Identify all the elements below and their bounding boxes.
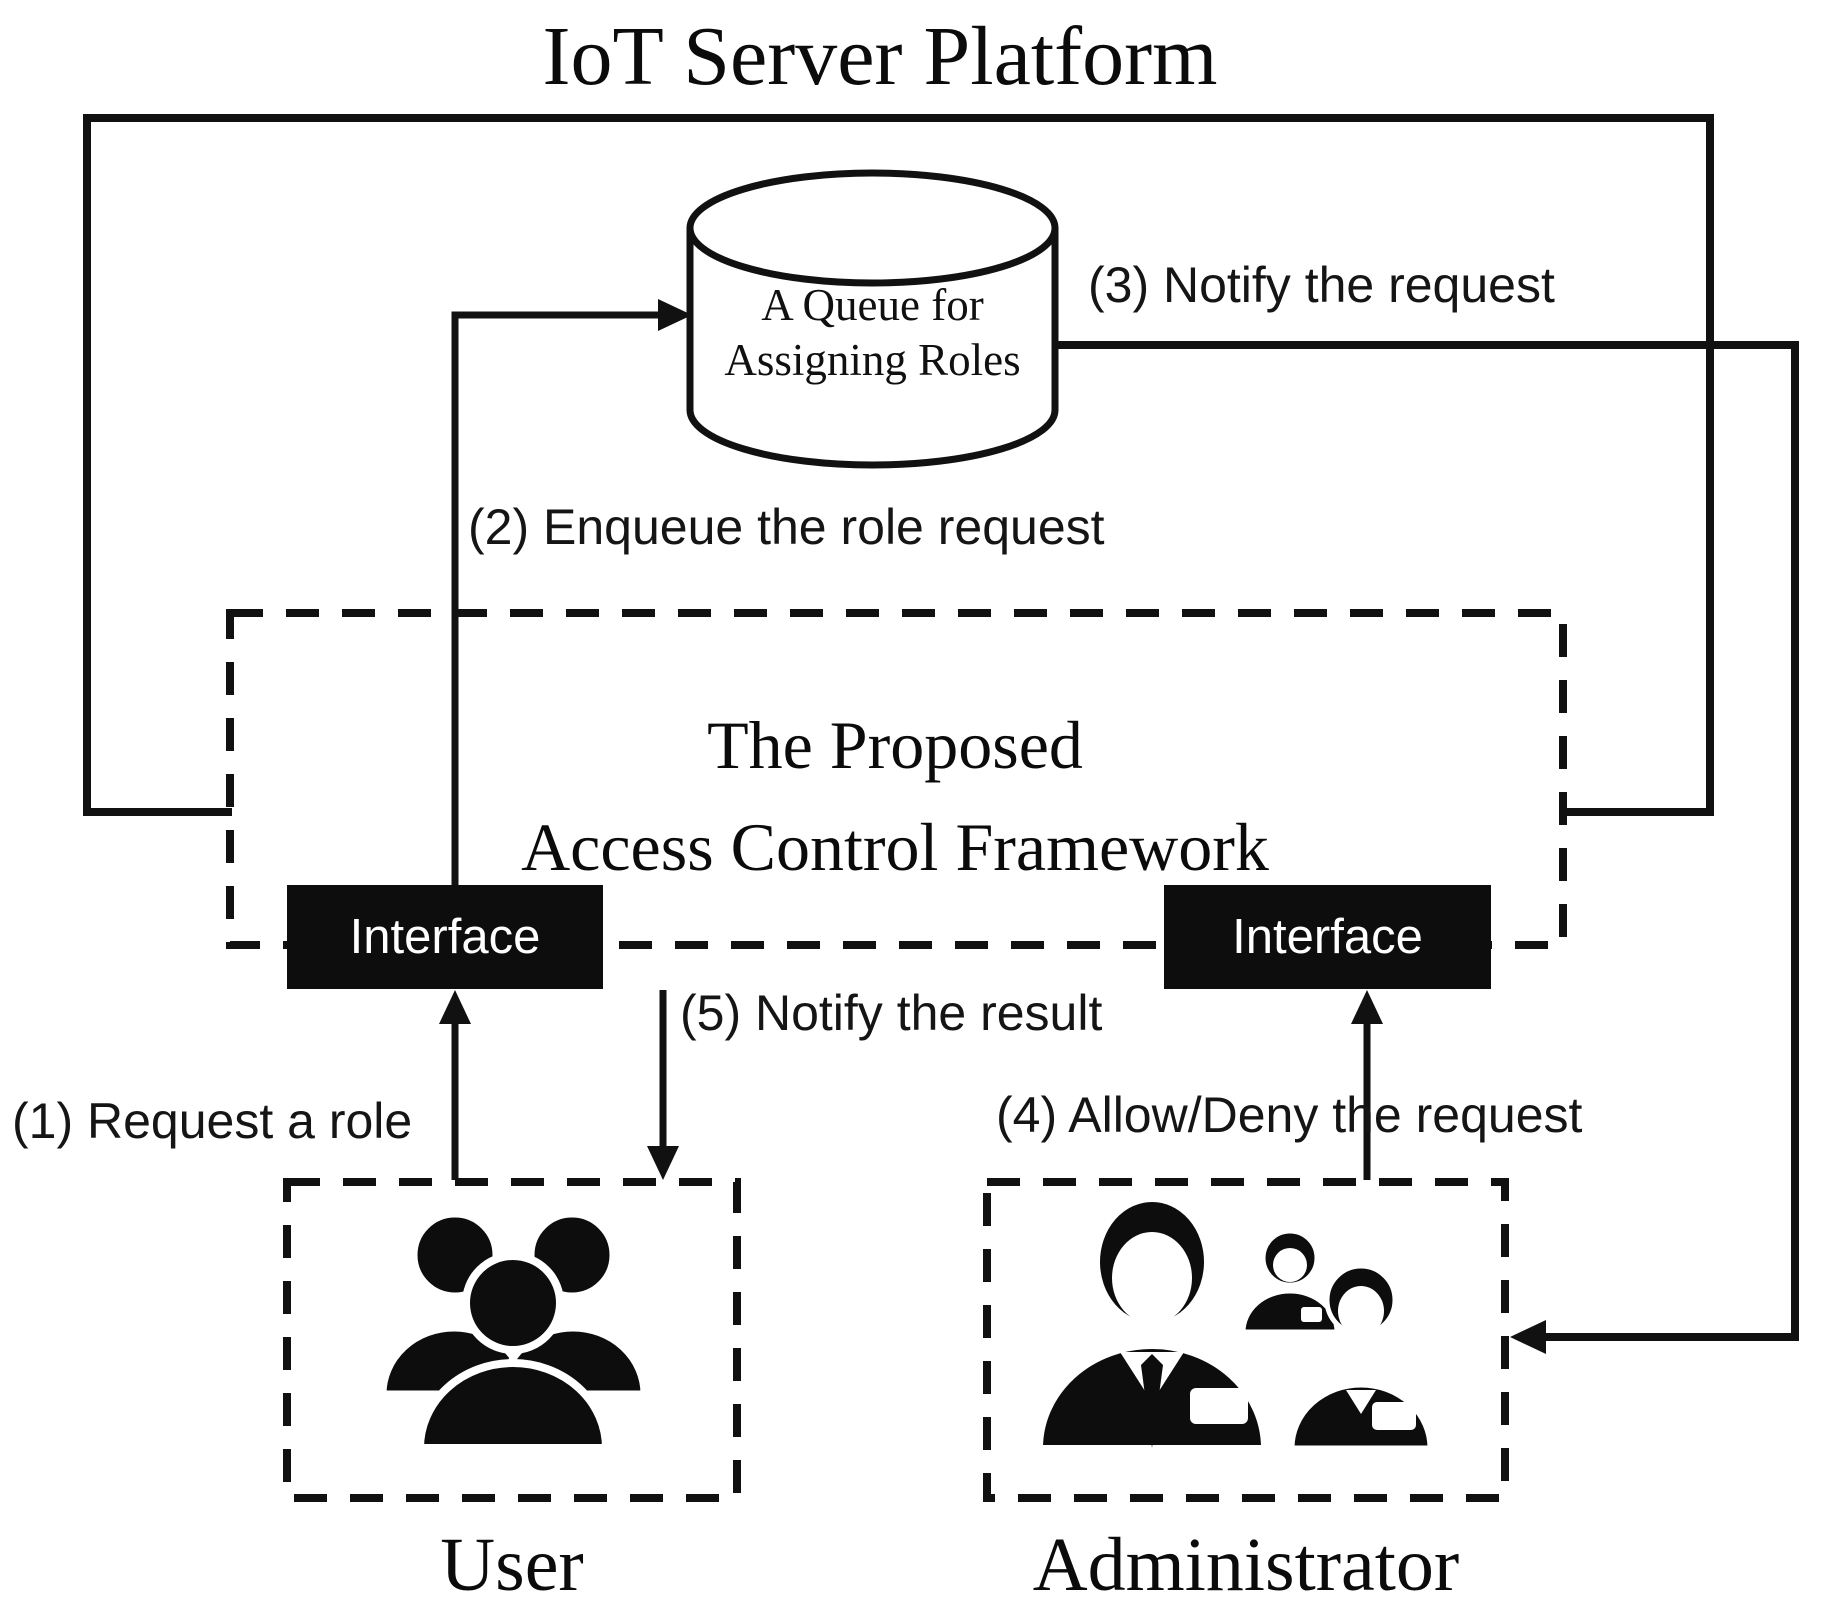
step2-arrowhead-icon [658,299,692,331]
interface-right-label: Interface [1232,910,1423,964]
diagram-title: IoT Server Platform [542,10,1218,103]
queue-label-line2: Assigning Roles [724,334,1021,385]
framework-label-line2: Access Control Framework [521,809,1269,885]
step5-arrowhead-icon [647,1146,679,1180]
framework-label: The Proposed Access Control Framework [330,694,1460,898]
interface-box-admin-side: Interface [1164,885,1491,989]
framework-label-line1: The Proposed [707,707,1083,783]
step1-arrowhead-icon [439,990,471,1024]
step4-label: (4) Allow/Deny the request [996,1087,1583,1143]
queue-label: A Queue for Assigning Roles [690,278,1055,388]
administrator-box [983,1178,1509,1502]
step1-label: (1) Request a role [12,1093,413,1149]
access-control-framework-box [226,609,1567,949]
queue-label-line1: A Queue for [761,280,984,330]
step4-arrowhead-icon [1351,990,1383,1024]
iot-platform-border [83,114,1714,816]
step2-label: (2) Enqueue the role request [468,499,1105,555]
step2-connector [451,311,660,886]
administrator-label: Administrator [1032,1523,1460,1607]
step3-arrowhead-icon [1510,1320,1546,1354]
user-box [283,1178,741,1502]
users-group-icon [379,1210,648,1452]
interface-left-label: Interface [349,910,541,964]
interface-box-user-side: Interface [287,885,603,989]
step5-label: (5) Notify the result [680,985,1103,1041]
user-label: User [440,1523,584,1607]
administrators-icon [1036,1196,1433,1451]
step3-label: (3) Notify the request [1088,257,1555,313]
database-cylinder-icon [686,169,1059,469]
step3-connector [1052,341,1799,1341]
